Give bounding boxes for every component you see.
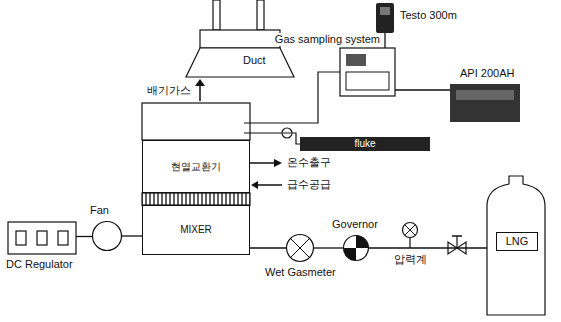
pressure-gauge: 압력계 (402, 222, 418, 238)
thermocouple-wire (292, 133, 300, 144)
gas-sampling-unit-outline (340, 48, 395, 96)
governor-symbol-outline (343, 235, 369, 261)
exhaust-arrowhead (195, 79, 205, 86)
thermocouple-probe (244, 132, 282, 133)
node-label: Wet Gasmeter (265, 266, 336, 279)
dc-regulator: DC Regulator (8, 222, 76, 254)
node-label: 현열교환기 (143, 161, 249, 173)
mixer-box: MIXER (142, 205, 250, 255)
fan-symbol-outline (92, 221, 122, 251)
hot-water-arrowhead (274, 159, 282, 167)
api-analyzer-outline (450, 84, 520, 122)
gas-sampling-unit: Gas sampling system (340, 48, 395, 96)
heat-exchanger-top (142, 103, 250, 140)
pipe-connector (250, 248, 286, 249)
testo-analyzer-outline (376, 3, 394, 33)
hot-water-arrow (250, 162, 276, 164)
pipe-connector (395, 90, 450, 91)
pipe-connector (369, 248, 487, 249)
exhaust-arrow (199, 84, 201, 101)
fan-symbol: Fan (92, 221, 122, 251)
dc-regulator-outline (8, 222, 76, 254)
node-label: Governor (332, 218, 378, 231)
pipe-connector (122, 236, 142, 237)
node-label: Fan (90, 204, 109, 217)
wet-gasmeter: Wet Gasmeter (286, 234, 314, 262)
node-label: LNG (496, 232, 538, 251)
node-label: DC Regulator (6, 258, 73, 271)
water-supply-arrowhead (251, 181, 258, 189)
api-analyzer: API 200AH (450, 84, 520, 122)
thermocouple-connector (282, 128, 292, 138)
pipe-connector (385, 33, 386, 48)
sampling-probe (244, 72, 340, 123)
mixer-grid (142, 193, 250, 205)
pipe-connector (76, 236, 92, 237)
governor-symbol: Governor (343, 235, 369, 261)
pipe-connector (314, 248, 343, 249)
valve-stem (456, 236, 457, 248)
water-supply-arrow (257, 184, 282, 186)
node-label: Gas sampling system (274, 33, 381, 46)
node-label: Testo 300m (400, 9, 457, 22)
thermocouple-connector-cross (283, 133, 291, 134)
fluke-meter: fluke (300, 137, 430, 151)
flow-label: 급수공급 (286, 178, 332, 191)
node-label: fluke (300, 138, 430, 150)
valve-handle (452, 235, 462, 237)
testo-analyzer: Testo 300m (376, 3, 394, 33)
node-label: MIXER (143, 224, 249, 236)
node-label: API 200AH (460, 67, 514, 80)
node-label: 압력계 (394, 253, 427, 266)
wet-gasmeter-outline (286, 234, 314, 262)
pressure-gauge-outline (402, 222, 418, 238)
flow-label: 배기가스 (146, 84, 192, 97)
heat-exchanger-box: 현열교환기 (142, 140, 250, 193)
flow-label: 온수출구 (286, 156, 332, 169)
gauge-stem (409, 238, 410, 248)
lng-cylinder: LNG (487, 176, 545, 316)
node-label: Duct (243, 54, 266, 67)
